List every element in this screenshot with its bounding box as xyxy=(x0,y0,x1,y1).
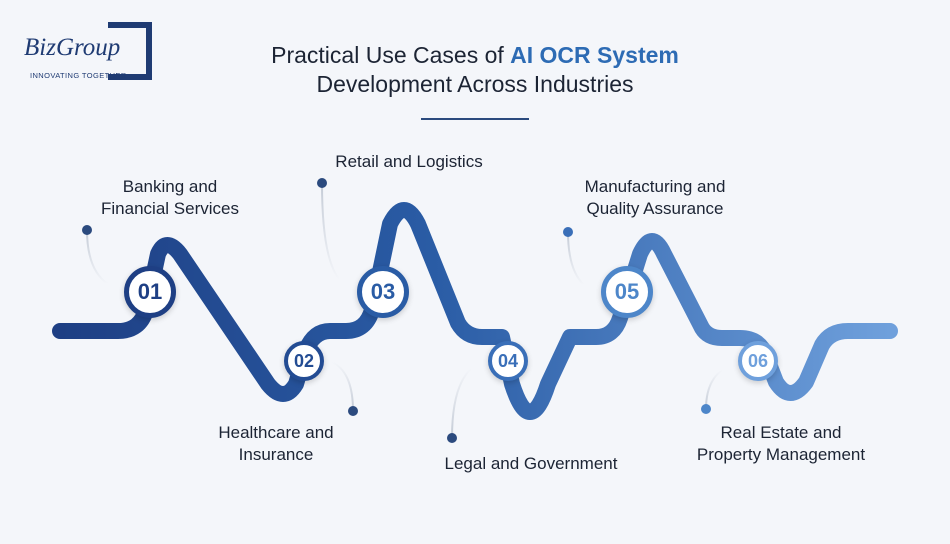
label-02-line-2: Insurance xyxy=(238,445,314,464)
logo-frame xyxy=(108,22,152,80)
label-02-line-1: Healthcare and xyxy=(218,423,334,442)
title-prefix: Practical Use Cases of xyxy=(271,42,511,68)
label-04-line-1: Legal and Government xyxy=(444,454,618,473)
connector-02 xyxy=(331,361,358,416)
connector-05 xyxy=(563,227,585,286)
step-badge-05: 05 xyxy=(601,266,653,318)
connector-01 xyxy=(82,225,109,285)
connector-03 xyxy=(317,178,341,281)
use-case-label-01: Banking and Financial Services xyxy=(101,176,239,220)
label-06-line-1: Real Estate and xyxy=(720,423,842,442)
title-divider xyxy=(421,118,529,120)
step-badge-01: 01 xyxy=(124,266,176,318)
label-01-line-2: Financial Services xyxy=(101,199,239,218)
step-badge-02: 02 xyxy=(284,341,324,381)
use-case-label-04: Legal and Government xyxy=(445,453,618,475)
use-case-label-05: Manufacturing and Quality Assurance xyxy=(585,176,726,220)
use-case-label-06: Real Estate and Property Management xyxy=(697,422,865,466)
connector-04 xyxy=(447,367,473,443)
label-05-line-1: Manufacturing and xyxy=(584,177,726,196)
title-line-2: Development Across Industries xyxy=(316,71,634,97)
title-highlight: AI OCR System xyxy=(510,42,679,68)
label-05-line-2: Quality Assurance xyxy=(586,199,724,218)
label-01-line-1: Banking and xyxy=(122,177,218,196)
use-case-label-02: Healthcare and Insurance xyxy=(218,422,333,466)
label-06-line-2: Property Management xyxy=(696,445,866,464)
title-line-1: Practical Use Cases of AI OCR System xyxy=(0,41,950,70)
use-case-label-03: Retail and Logistics xyxy=(335,151,482,173)
label-03-line-1: Retail and Logistics xyxy=(335,152,483,171)
connector-06 xyxy=(701,369,723,414)
step-badge-03: 03 xyxy=(357,266,409,318)
logo-text: BizGroup xyxy=(24,34,125,62)
wave-line xyxy=(52,202,898,420)
logo-tagline: INNOVATING TOGETHER xyxy=(30,71,127,80)
step-badge-04: 04 xyxy=(488,341,528,381)
step-badge-06: 06 xyxy=(738,341,778,381)
page-title: Practical Use Cases of AI OCR System Dev… xyxy=(0,41,950,99)
company-logo: BizGroup INNOVATING TOGETHER xyxy=(22,22,158,84)
